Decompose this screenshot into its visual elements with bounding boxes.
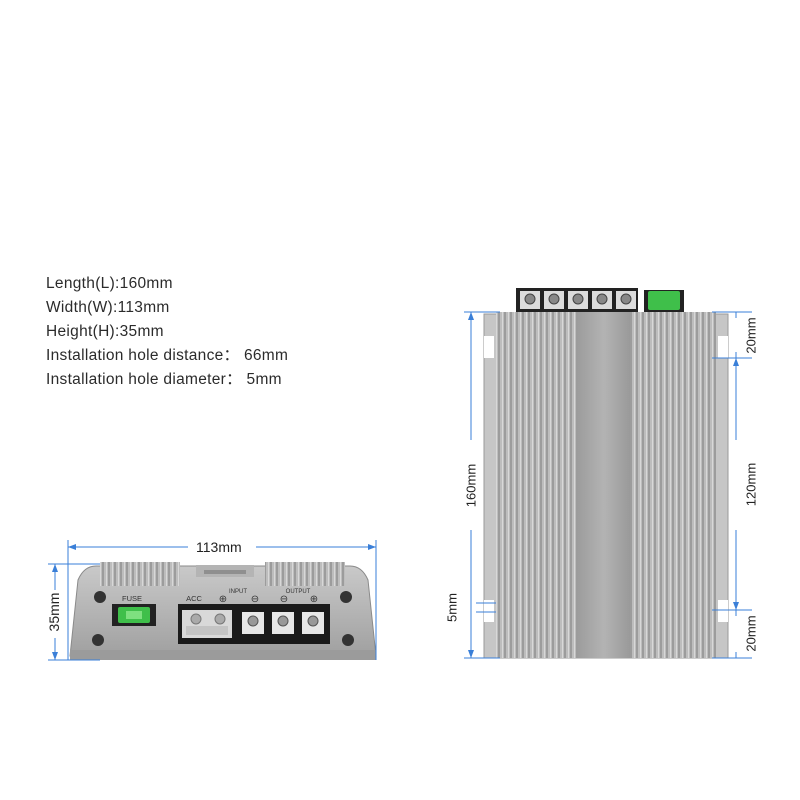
top-margin-label: 20mm — [743, 317, 759, 354]
terminal-screw-icon — [302, 612, 324, 634]
output-minus-icon: ⊖ — [280, 594, 288, 605]
fuse-icon — [648, 291, 680, 310]
terminal-screw-icon — [616, 291, 636, 309]
spec-list: Length(L):160mm Width(W):113mm Height(H)… — [46, 272, 288, 392]
bottom-margin-label: 20mm — [743, 615, 759, 652]
flange-notch — [718, 600, 728, 622]
terminal-screw-icon — [272, 612, 294, 634]
spec-hole-diameter: Installation hole diameter： 5mm — [46, 371, 282, 388]
input-minus-icon: ⊖ — [251, 594, 259, 605]
terminal-screw-icon — [544, 291, 564, 309]
output-plus-icon: ⊕ — [310, 594, 318, 605]
width-dimension — [67, 540, 377, 660]
hole-distance-label: 120mm — [743, 462, 759, 507]
hole-diameter-label: 5mm — [444, 593, 460, 622]
height-label: 35mm — [46, 592, 62, 632]
terminal-screw-icon — [520, 291, 540, 309]
screw-icon — [342, 634, 354, 646]
top-view — [464, 288, 752, 659]
terminal-screw-icon — [568, 291, 588, 309]
length-dimension — [464, 311, 500, 659]
front-heat-fins — [100, 562, 345, 586]
front-view: FUSE ACC INPUT OUTPUT ⊕ ⊖ ⊖ ⊕ — [48, 540, 377, 661]
input-label: INPUT — [229, 589, 247, 595]
input-plus-icon: ⊕ — [219, 594, 227, 605]
spec-height: Height(H):35mm — [46, 323, 164, 340]
terminal-block — [178, 604, 330, 644]
spec-hole-distance: Installation hole distance： 66mm — [46, 347, 289, 364]
terminal-screw-icon — [242, 612, 264, 634]
flange-notch — [484, 336, 494, 358]
hole-spacing-dimension — [712, 311, 752, 659]
screw-icon — [340, 591, 352, 603]
length-label: 160mm — [463, 463, 479, 508]
hole-diameter-dimension — [476, 602, 496, 613]
height-dimension — [48, 563, 100, 661]
spec-width: Width(W):113mm — [46, 299, 170, 316]
screw-icon — [92, 634, 104, 646]
flange-notch — [718, 336, 728, 358]
screw-icon — [94, 591, 106, 603]
center-channel — [578, 312, 630, 658]
output-label: OUTPUT — [286, 589, 311, 595]
flange-notch — [484, 600, 494, 622]
fuse-window — [126, 611, 142, 619]
terminal-screw-icon — [592, 291, 612, 309]
fuse-label: FUSE — [122, 594, 142, 603]
width-label: 113mm — [196, 539, 242, 555]
spec-length: Length(L):160mm — [46, 275, 173, 292]
front-base-plate — [70, 650, 376, 660]
acc-label: ACC — [186, 594, 202, 603]
